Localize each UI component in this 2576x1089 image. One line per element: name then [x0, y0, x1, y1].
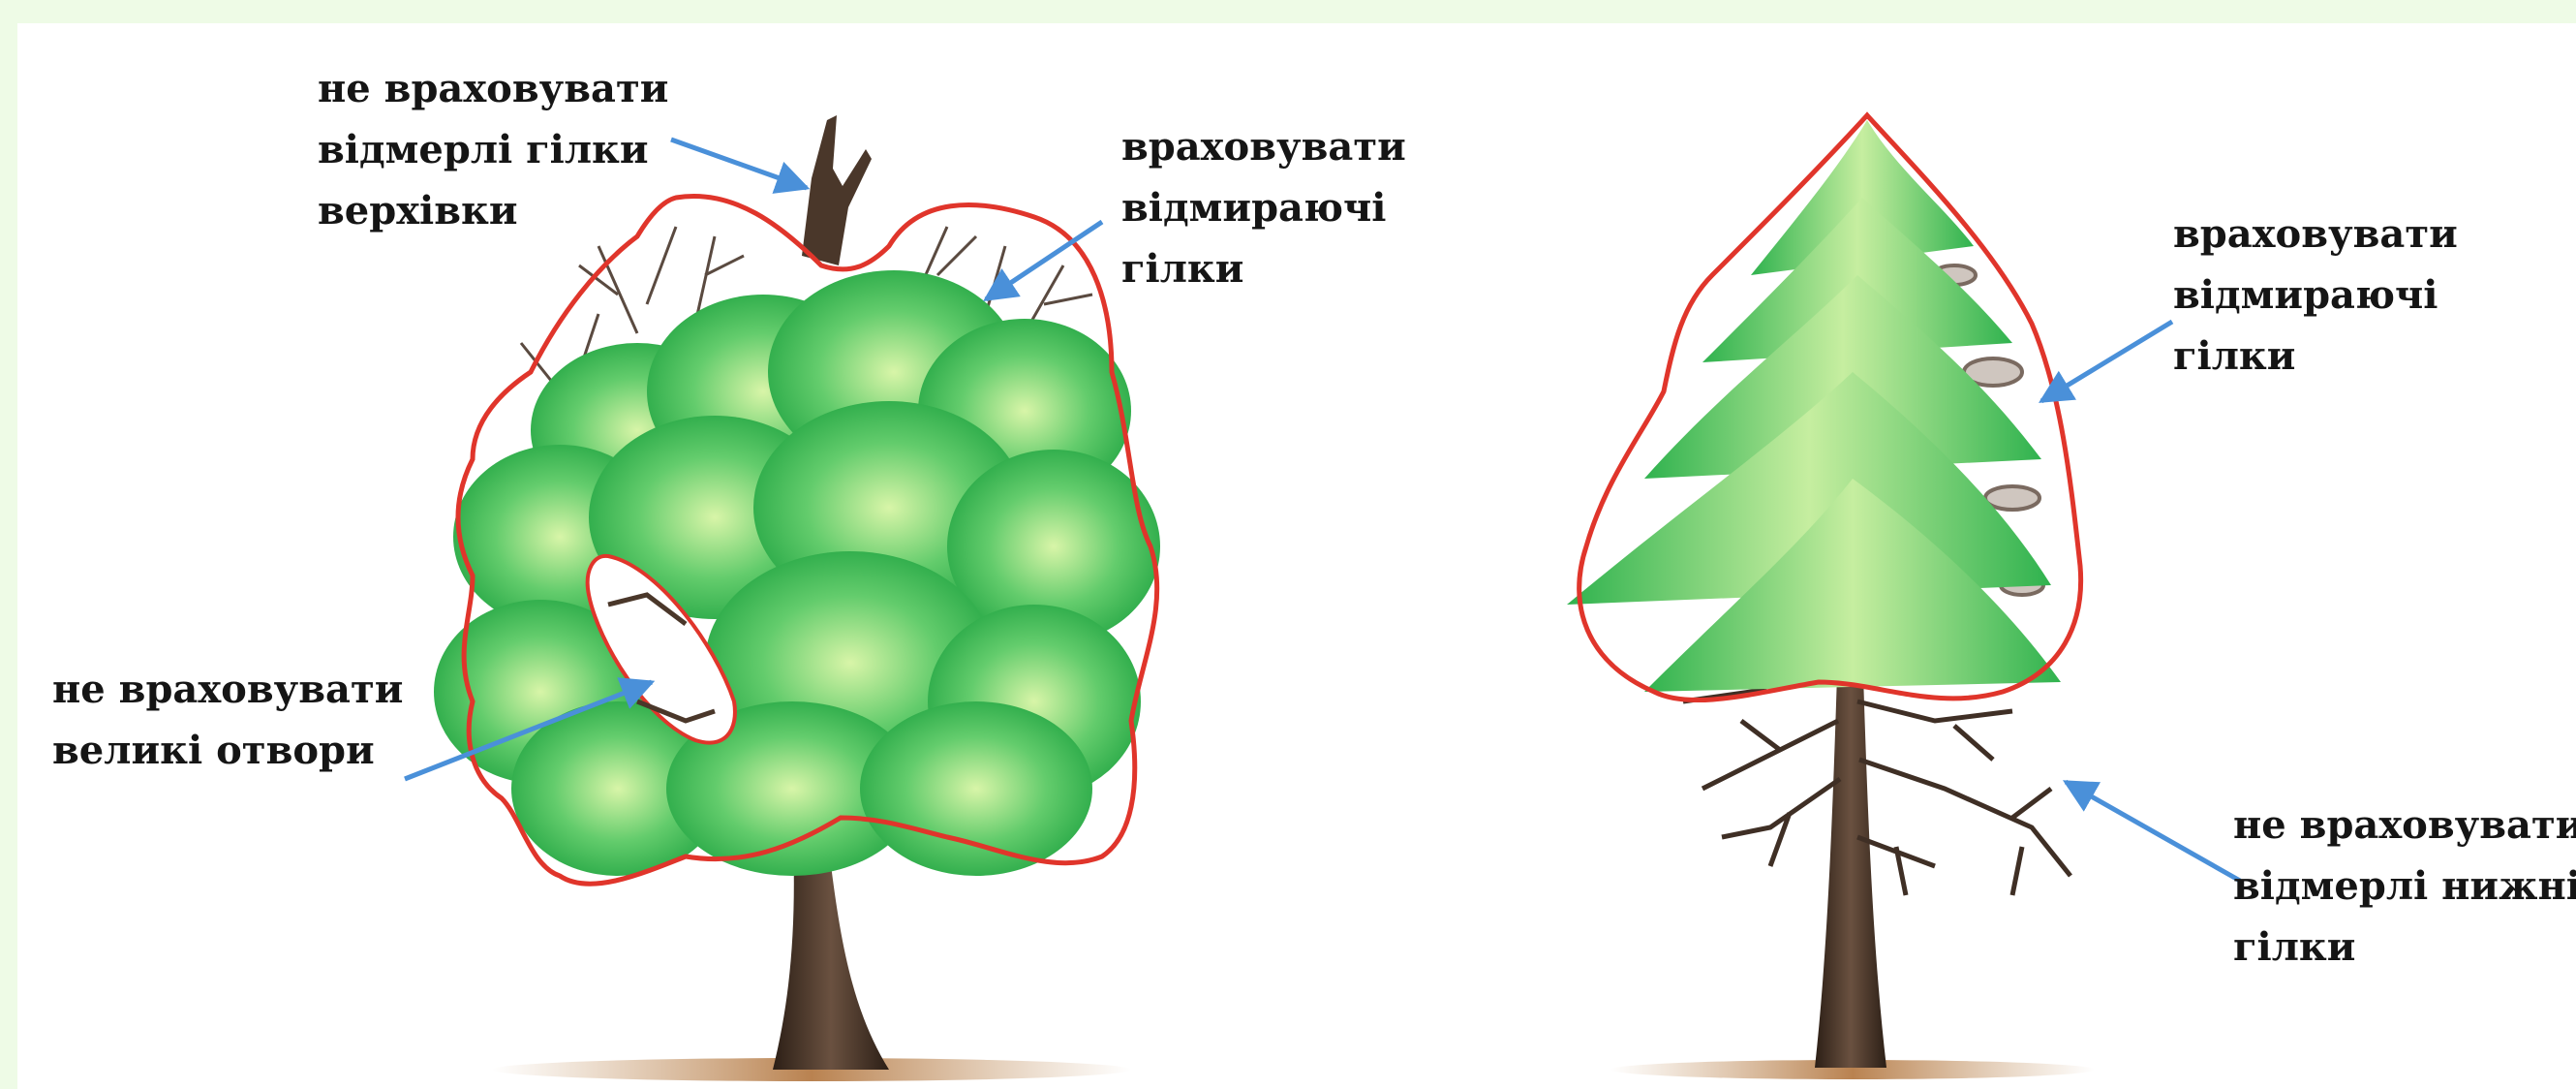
label-dying-left: враховувати відмираючі гілки: [1121, 116, 1406, 299]
label-dead-top: не враховувати відмерлі гілки верхівки: [318, 58, 668, 241]
label-dying-right-line-2: відмираючі: [2173, 264, 2458, 326]
label-dead-lower-line-3: гілки: [2233, 917, 2576, 978]
label-dead-lower-line-2: відмерлі нижні: [2233, 856, 2576, 917]
label-dying-right-line-3: гілки: [2173, 326, 2458, 387]
label-dead-lower: не враховувати відмерлі нижні гілки: [2233, 794, 2576, 978]
arrow-dead-lower: [2066, 782, 2240, 881]
label-dying-left-line-3: гілки: [1121, 238, 1406, 299]
label-dead-top-line-2: відмерлі гілки: [318, 119, 668, 180]
conifer-tree: [1567, 115, 2095, 1079]
label-dying-left-line-2: відмираючі: [1121, 177, 1406, 238]
label-dead-top-line-3: верхівки: [318, 180, 668, 241]
label-dead-lower-line-1: не враховувати: [2233, 794, 2576, 856]
label-holes-line-1: не враховувати: [52, 659, 403, 720]
label-holes: не враховувати великі отвори: [52, 659, 403, 781]
conifer-foliage: [1567, 120, 2061, 692]
diagram-canvas: не враховувати відмерлі гілки верхівки в…: [17, 23, 2576, 1089]
arrow-dying-right: [2041, 322, 2172, 401]
label-dead-top-line-1: не враховувати: [318, 58, 668, 119]
label-holes-line-2: великі отвори: [52, 720, 403, 781]
deciduous-tree: [434, 115, 1160, 1081]
dead-top-branch: [802, 115, 872, 265]
label-dying-right: враховувати відмираючі гілки: [2173, 203, 2458, 387]
arrow-dead-top: [671, 140, 807, 188]
deciduous-foliage: [434, 270, 1160, 876]
label-dying-right-line-1: враховувати: [2173, 203, 2458, 264]
label-dying-left-line-1: враховувати: [1121, 116, 1406, 177]
